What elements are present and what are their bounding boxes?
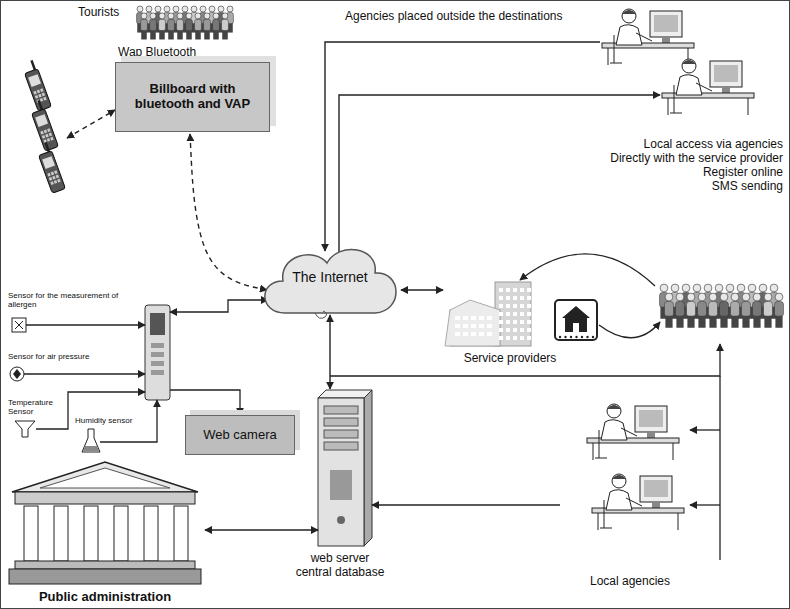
network-link bbox=[329, 315, 330, 389]
box-label: The Internet bbox=[292, 269, 368, 285]
remote-agency: Agencies placed outside the destinations bbox=[600, 5, 695, 70]
person-figure bbox=[709, 293, 718, 328]
person-figure bbox=[222, 13, 229, 40]
network-link bbox=[205, 529, 318, 530]
person-figure bbox=[753, 293, 762, 328]
person-figure bbox=[720, 293, 729, 328]
person-figure bbox=[213, 13, 220, 40]
temperature-sensor: Temperature Sensor bbox=[5, 398, 67, 440]
billboard-box: Billboard with bluetooth and VAP bbox=[115, 62, 270, 132]
network-link bbox=[325, 42, 600, 251]
sensor-wire bbox=[26, 324, 145, 325]
allergen-sensor: Sensor for the measurement of allergen bbox=[5, 291, 140, 336]
local-agencies: Local agencies bbox=[560, 400, 700, 590]
mobile-phone bbox=[28, 99, 58, 151]
box-label: Billboard with bluetooth and VAP bbox=[122, 82, 263, 112]
network-link bbox=[372, 504, 560, 505]
house-icon bbox=[555, 300, 597, 340]
node-label: SMS sending bbox=[558, 180, 783, 194]
node-label: Service providers bbox=[445, 352, 575, 366]
hub-internet-wire bbox=[170, 300, 268, 312]
node-label: Sensor for the measurement of allergen bbox=[8, 291, 138, 309]
air-pressure-sensor: Sensor for air pressure bbox=[5, 352, 125, 382]
agency-branch bbox=[690, 504, 720, 505]
illustrations bbox=[9, 6, 784, 584]
person-figure bbox=[775, 293, 784, 328]
operator-at-desk bbox=[662, 59, 754, 115]
person-figure bbox=[742, 293, 751, 328]
node-label: web server central database bbox=[292, 552, 388, 580]
node-label: Temperature Sensor bbox=[8, 398, 63, 416]
person-figure bbox=[186, 13, 193, 40]
service-building bbox=[445, 282, 531, 346]
service-people-arrow bbox=[599, 322, 660, 338]
node-label: Directly with the service provider bbox=[558, 152, 783, 166]
server-tower bbox=[318, 390, 372, 546]
local-access-agency: Local access via agenciesDirectly with t… bbox=[660, 55, 760, 130]
operator-at-desk bbox=[602, 9, 694, 65]
box-label: Web camera bbox=[203, 428, 276, 443]
sensor-wire bbox=[36, 392, 145, 429]
node-label: Local access via agencies bbox=[558, 138, 783, 152]
person-figure bbox=[159, 13, 166, 40]
person-figure bbox=[150, 13, 157, 40]
person-figure bbox=[764, 293, 773, 328]
mobile-phone bbox=[35, 141, 65, 193]
node-label: Register online bbox=[558, 166, 783, 180]
person-figure bbox=[687, 293, 696, 328]
people-line bbox=[330, 344, 720, 376]
tourists-group: TouristsWap Bluetooth bbox=[20, 60, 75, 195]
service-people-arrow bbox=[520, 254, 655, 286]
person-figure bbox=[698, 293, 707, 328]
agency-trunk bbox=[719, 376, 720, 560]
sensor-wire bbox=[24, 373, 145, 374]
node-label: Wap Bluetooth bbox=[118, 46, 238, 60]
node-label: Sensor for air pressure bbox=[8, 352, 123, 361]
public-building bbox=[9, 462, 201, 584]
wireless-link bbox=[190, 134, 267, 290]
camera-wire bbox=[170, 390, 240, 415]
node-label: Public administration bbox=[5, 590, 205, 605]
humidity-sensor: Humidity sensor bbox=[72, 416, 147, 458]
node-label: Agencies placed outside the destinations bbox=[345, 10, 597, 24]
person-figure bbox=[195, 13, 202, 40]
network-link bbox=[339, 95, 660, 253]
operator-at-desk bbox=[587, 404, 679, 460]
person-figure bbox=[204, 13, 211, 40]
node-label: Tourists bbox=[78, 6, 140, 20]
web-camera-box: Web camera bbox=[185, 415, 295, 455]
person-figure bbox=[168, 13, 175, 40]
sensor-icons bbox=[10, 318, 100, 452]
person-figure bbox=[665, 293, 674, 328]
internet-cloud: The Internet bbox=[255, 235, 405, 325]
node-label: Local agencies bbox=[570, 575, 690, 589]
person-figure bbox=[141, 13, 148, 40]
mobile-phone bbox=[21, 59, 51, 111]
service-providers: Service providers bbox=[440, 280, 605, 370]
person-figure bbox=[731, 293, 740, 328]
sensor-hub bbox=[145, 305, 170, 400]
operator-at-desk bbox=[592, 474, 684, 530]
person-figure bbox=[177, 13, 184, 40]
person-figure bbox=[676, 293, 685, 328]
node-label: Humidity sensor bbox=[75, 416, 145, 425]
agency-branch bbox=[690, 429, 720, 430]
wireless-link bbox=[67, 110, 115, 138]
web-server: web server central database bbox=[300, 395, 380, 590]
network-link bbox=[401, 289, 443, 290]
public-administration: Public administration bbox=[5, 460, 205, 605]
